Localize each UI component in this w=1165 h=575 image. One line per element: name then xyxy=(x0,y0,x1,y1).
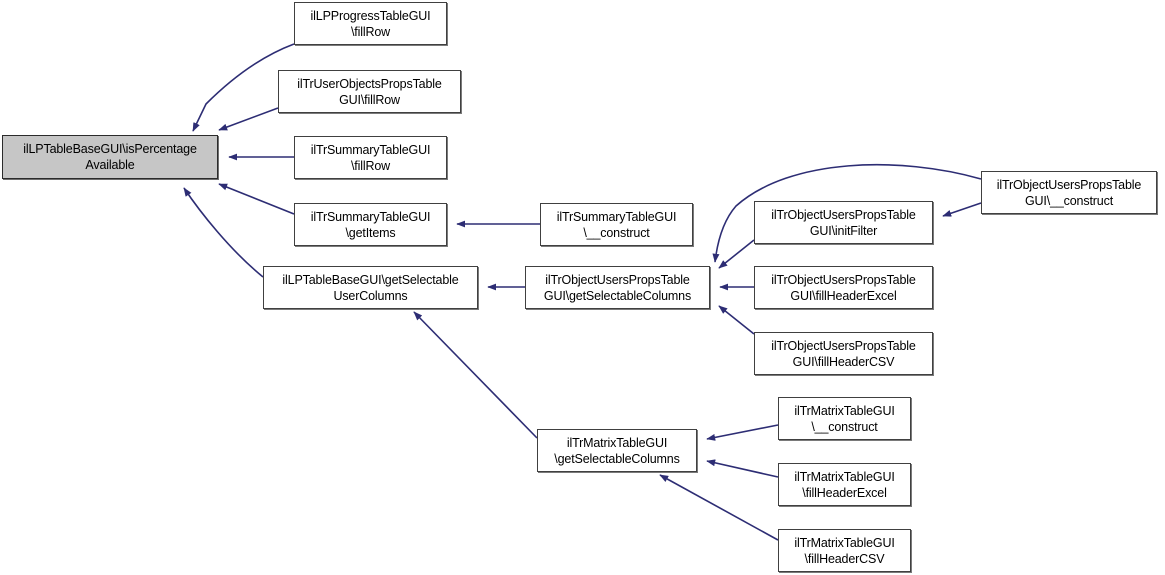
edge-getSelectableUserColumns-to-isPercentageAvailable xyxy=(183,187,264,278)
edge-userObjectsPropsFillRow-to-isPercentageAvailable xyxy=(218,107,279,131)
node-matrixFillHeaderExcel[interactable]: ilTrMatrixTableGUI \fillHeaderExcel xyxy=(778,463,911,506)
edge-matrixConstruct-to-matrixGetSelCols xyxy=(706,424,779,441)
node-summaryFillRow[interactable]: ilTrSummaryTableGUI \fillRow xyxy=(294,136,447,179)
node-summaryGetItems[interactable]: ilTrSummaryTableGUI \getItems xyxy=(294,203,447,246)
edge-objUsersFillHeaderCSV-to-objUsersGetSelCols xyxy=(718,305,755,335)
edge-matrixFillHeaderExcel-to-matrixGetSelCols xyxy=(706,459,779,478)
node-objectUsersInitFilter[interactable]: ilTrObjectUsersPropsTable GUI\initFilter xyxy=(754,201,933,244)
node-objectUsersFillHeaderExcel[interactable]: ilTrObjectUsersPropsTable GUI\fillHeader… xyxy=(754,266,933,309)
edge-objectUsersConstruct-to-initFilter xyxy=(942,202,982,217)
edge-summaryGetItems-to-isPercentageAvailable xyxy=(218,183,295,215)
node-isPercentageAvailable[interactable]: ilLPTableBaseGUI\isPercentage Available xyxy=(2,135,218,179)
node-objectUsersFillHeaderCSV[interactable]: ilTrObjectUsersPropsTable GUI\fillHeader… xyxy=(754,332,933,375)
node-getSelectableUserColumns[interactable]: ilLPTableBaseGUI\getSelectable UserColum… xyxy=(263,266,478,309)
edge-matrixGetSelCols-to-getSelectableUserColumns xyxy=(413,311,538,439)
node-summaryConstruct[interactable]: ilTrSummaryTableGUI \__construct xyxy=(540,203,693,246)
node-matrixFillHeaderCSV[interactable]: ilTrMatrixTableGUI \fillHeaderCSV xyxy=(778,529,911,572)
node-objectUsersConstruct[interactable]: ilTrObjectUsersPropsTable GUI\__construc… xyxy=(981,171,1157,214)
edge-matrixFillHeaderCSV-to-matrixGetSelCols xyxy=(659,474,779,541)
node-progressFillRow[interactable]: ilLPProgressTableGUI \fillRow xyxy=(294,2,447,45)
node-matrixGetSelectableColumns[interactable]: ilTrMatrixTableGUI \getSelectableColumns xyxy=(537,429,697,472)
node-objectUsersGetSelectableColumns[interactable]: ilTrObjectUsersPropsTable GUI\getSelecta… xyxy=(525,266,710,309)
edge-objectUsersInitFilter-to-objUsersGetSelCols xyxy=(718,239,755,269)
node-userObjectsPropsFillRow[interactable]: ilTrUserObjectsPropsTable GUI\fillRow xyxy=(278,70,461,113)
node-matrixConstruct[interactable]: ilTrMatrixTableGUI \__construct xyxy=(778,397,911,440)
